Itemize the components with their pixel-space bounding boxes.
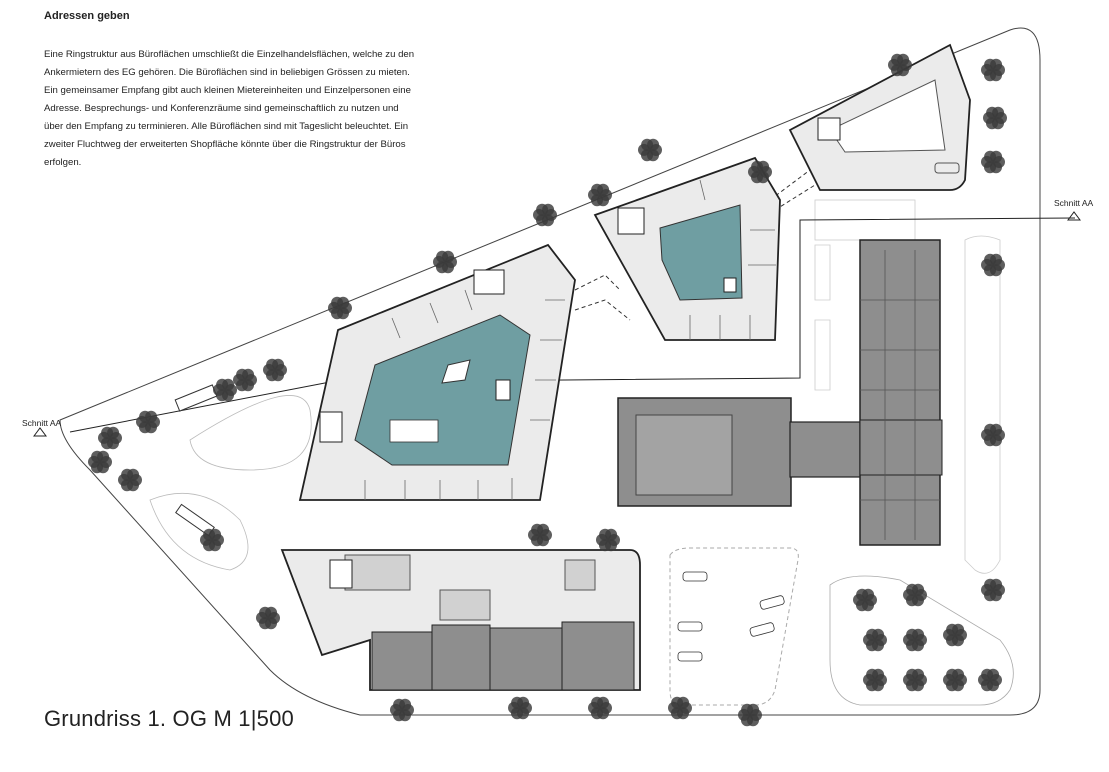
tree-blob <box>209 528 222 541</box>
tree-blob <box>872 668 885 681</box>
light-block <box>439 589 491 621</box>
office-partitions <box>689 179 776 340</box>
tree-blob <box>542 203 555 216</box>
tree-blob <box>992 106 1005 119</box>
tower-crosswing <box>859 419 943 476</box>
tree-blob <box>677 696 690 709</box>
building-b-courtyard <box>659 204 743 301</box>
shelter <box>174 384 218 412</box>
tree-blob <box>597 183 610 196</box>
conference-table <box>934 162 960 174</box>
tree-blob <box>862 588 875 601</box>
section-label-right: Schnitt AA <box>1054 198 1094 208</box>
atrium-stair <box>389 419 439 443</box>
section-line <box>69 217 1076 433</box>
light-block <box>564 559 596 591</box>
connector-wing <box>789 421 871 478</box>
tree-blob <box>127 468 140 481</box>
stair-core <box>473 269 505 295</box>
intro-text: Eine Ringstruktur aus Büroflächen umschl… <box>44 46 454 172</box>
tree-blob <box>747 703 760 716</box>
tree-blob <box>107 426 120 439</box>
plan-title: Grundriss 1. OG M 1|500 <box>44 706 294 731</box>
trees <box>88 53 1007 727</box>
elevator-core <box>723 277 737 293</box>
stair-core <box>319 411 343 443</box>
tree-blob <box>647 138 660 151</box>
tree-blob <box>97 450 110 463</box>
stair-core <box>329 559 353 589</box>
tree-blob <box>605 528 618 541</box>
tower-wing <box>859 239 941 546</box>
building-c-inner <box>829 79 946 153</box>
tree-blob <box>897 53 910 66</box>
tree-blob <box>872 628 885 641</box>
tree-blob <box>912 583 925 596</box>
stair-core <box>817 117 841 141</box>
tree-blob <box>952 668 965 681</box>
bridge-dashed <box>574 274 621 291</box>
lawn-patch <box>829 575 1014 706</box>
path-strip <box>964 235 1001 574</box>
section-label-left: Schnitt AA <box>22 418 62 428</box>
tree-blob <box>987 668 1000 681</box>
path-strip <box>814 244 831 391</box>
tree-blob <box>265 606 278 619</box>
tree-blob <box>399 698 412 711</box>
hall-interior <box>635 414 733 496</box>
intro-line: zweiter Fluchtweg der erweiterten Shopfl… <box>44 139 406 150</box>
tree-blob <box>597 696 610 709</box>
intro-line: Ein gemeinsamer Empfang gibt auch kleine… <box>44 85 411 96</box>
tree-blob <box>222 378 235 391</box>
elevator-core <box>495 379 511 401</box>
tree-blob <box>517 696 530 709</box>
intro-line: erfolgen. <box>44 157 82 168</box>
tree-blob <box>912 668 925 681</box>
light-block <box>344 554 411 591</box>
tree-blob <box>145 410 158 423</box>
section-marker-right <box>1067 211 1081 221</box>
tree-blob <box>990 423 1003 436</box>
tree-blob <box>537 523 550 536</box>
intro-line: Eine Ringstruktur aus Büroflächen umschl… <box>44 49 415 60</box>
intro-title: Adressen geben <box>44 10 130 22</box>
tree-blob <box>442 250 455 263</box>
tree-blob <box>990 253 1003 266</box>
section-marker-left <box>33 427 47 437</box>
retail-block <box>489 627 563 691</box>
bridge-dashed <box>774 184 816 211</box>
tree-blob <box>337 296 350 309</box>
retail-block <box>431 624 491 691</box>
retail-block <box>371 631 433 691</box>
tree-blob <box>912 628 925 641</box>
atrium-void <box>441 359 471 384</box>
tree-blob <box>990 58 1003 71</box>
tree-blob <box>242 368 255 381</box>
tree-blob <box>757 160 770 173</box>
parked-cars <box>677 571 785 662</box>
lawn-patch <box>149 492 249 571</box>
stair-core <box>617 207 645 235</box>
intro-line: Ankermietern des EG gehören. Die Büroflä… <box>44 67 410 78</box>
office-partitions <box>364 289 565 500</box>
tower-partitions <box>860 250 940 540</box>
tree-blob <box>990 150 1003 163</box>
site-boundary <box>59 27 1041 716</box>
tree-blob <box>272 358 285 371</box>
tree-blob <box>990 578 1003 591</box>
intro-line: Adresse. Besprechungs- und Konferenzräum… <box>44 103 399 114</box>
retail-block <box>561 621 635 691</box>
tree-blob <box>952 623 965 636</box>
lawn-patch <box>189 395 312 471</box>
intro-line: über den Empfang zu terminieren. Alle Bü… <box>44 121 409 132</box>
bridge-dashed <box>574 299 631 321</box>
